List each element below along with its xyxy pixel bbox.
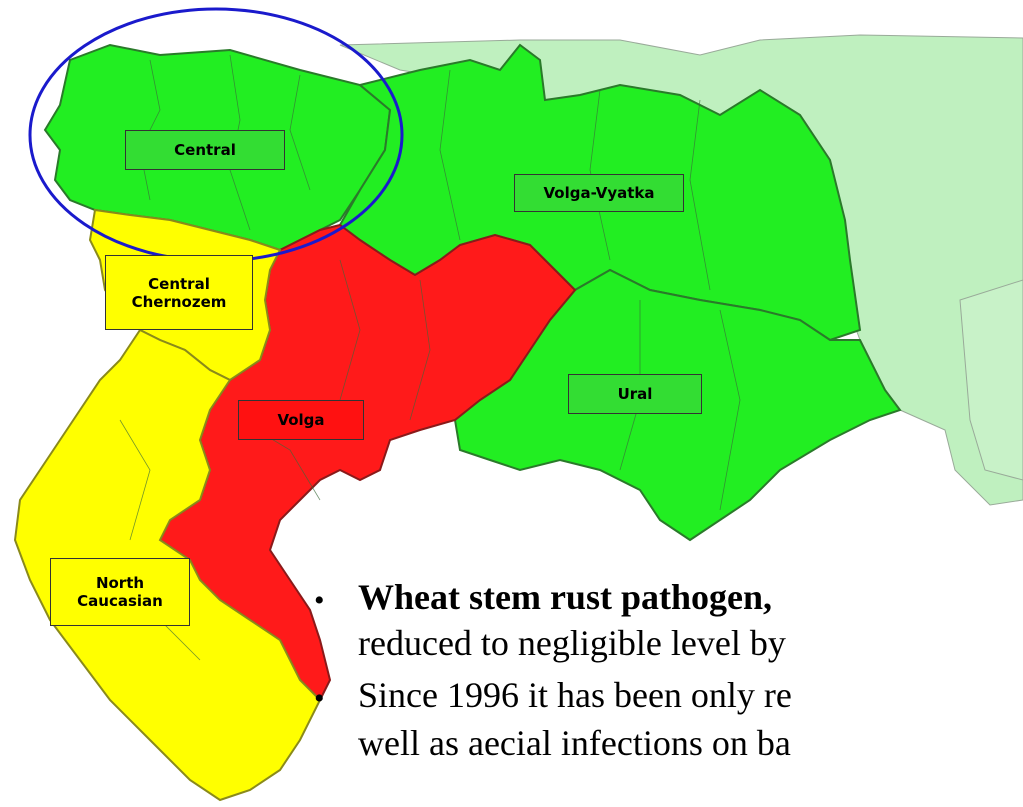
label-ural: Ural xyxy=(568,374,702,414)
bullet-1-bold: Wheat stem rust pathogen, xyxy=(358,577,772,617)
label-central-chernozem: Central Chernozem xyxy=(105,255,253,330)
bullet-1-line-2: reduced to negligible level by xyxy=(358,623,786,663)
label-north-caucasian-line2: Caucasian xyxy=(77,592,163,610)
label-central: Central xyxy=(125,130,285,170)
bullet-1-line-1: Wheat stem rust pathogen, xyxy=(358,576,772,618)
label-central-chernozem-line1: Central xyxy=(148,274,210,293)
label-north-caucasian-line1: North xyxy=(95,574,145,592)
label-volga-vyatka: Volga-Vyatka xyxy=(514,174,684,212)
bullet-2-line-1: Since 1996 it has been only re xyxy=(358,675,792,715)
bullet-dot: • xyxy=(314,584,325,617)
bullet-dot: • xyxy=(314,682,325,715)
label-central-chernozem-line2: Chernozem xyxy=(131,292,227,311)
label-north-caucasian: North Caucasian xyxy=(50,558,190,626)
bullet-2-line-2: well as aecial infections on ba xyxy=(358,723,791,763)
bullet-list: • Wheat stem rust pathogen, reduced to n… xyxy=(300,570,1023,807)
neighbor-area-east xyxy=(959,279,1023,481)
label-volga: Volga xyxy=(238,400,364,440)
